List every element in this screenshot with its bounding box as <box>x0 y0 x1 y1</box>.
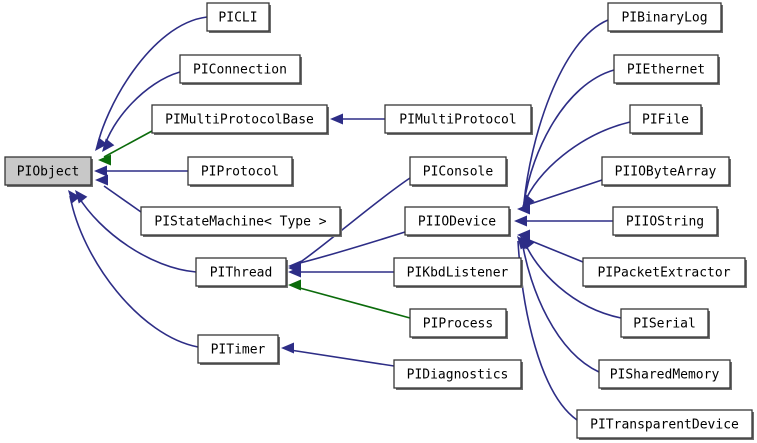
node-label: PIIODevice <box>418 215 496 230</box>
class-node-pidiagnostics[interactable]: PIDiagnostics <box>393 359 523 390</box>
node-label: PIIOString <box>626 215 704 230</box>
edge-PIStateMachine-to-PIObject <box>95 174 142 213</box>
node-rect <box>598 359 731 389</box>
node-rect <box>612 206 718 236</box>
node-rect <box>601 156 730 186</box>
edge-PIConnection-to-PIObject <box>102 71 181 152</box>
node-label: PIFile <box>642 113 689 128</box>
node-rect <box>404 206 510 236</box>
edge-PICLI-to-PIObject <box>95 16 208 151</box>
edge-PIPacketExtractor-to-PIIODevice <box>517 229 584 263</box>
node-label: PISerial <box>633 317 696 332</box>
edge-PIDiagnostics-to-PITimer <box>281 342 395 367</box>
node-label: PIMultiProtocol <box>399 113 516 128</box>
node-rect <box>140 206 341 236</box>
class-node-piconsole[interactable]: PIConsole <box>409 156 508 187</box>
node-label: PIPacketExtractor <box>597 266 730 281</box>
node-rect <box>206 2 270 32</box>
node-label: PIIOByteArray <box>615 165 717 180</box>
edge-PIProtocol-to-PIObject <box>94 165 188 177</box>
class-node-piprotocol[interactable]: PIProtocol <box>187 156 294 187</box>
node-rect <box>409 308 507 338</box>
node-rect <box>409 156 507 186</box>
node-rect <box>4 156 92 186</box>
nodes-layer: PIObject PICLI PIConnectionPIMultiProtocol… <box>4 2 754 440</box>
class-node-pipacketextractor[interactable]: PIPacketExtractor <box>582 257 747 288</box>
class-node-piconnection[interactable]: PIConnection <box>179 54 302 85</box>
node-label: PIEthernet <box>627 63 705 78</box>
node-label: PIProtocol <box>201 165 279 180</box>
class-node-pisharedmemory[interactable]: PISharedMemory <box>598 359 732 390</box>
class-node-pimultiprotocolbase[interactable]: PIMultiProtocolBase <box>151 104 329 135</box>
class-node-pitransparentdevice[interactable]: PITransparentDevice <box>576 409 754 440</box>
node-rect <box>582 257 746 287</box>
class-node-piiodevice[interactable]: PIIODevice <box>404 206 511 237</box>
node-rect <box>179 54 301 84</box>
node-rect <box>187 156 293 186</box>
node-label: PIBinaryLog <box>621 11 707 26</box>
edge-PIProcess-to-PIThread <box>288 279 411 319</box>
node-label: PICLI <box>218 11 257 26</box>
edge-PIIODevice-to-PIThread <box>288 231 406 272</box>
edge-PITimer-to-PIObject <box>68 190 199 348</box>
node-rect <box>629 104 702 134</box>
class-node-piobject[interactable]: PIObject <box>4 156 93 187</box>
class-node-piethernet[interactable]: PIEthernet <box>613 54 720 85</box>
edges-layer <box>68 16 631 421</box>
edge-PIKbdListener-to-PIThread <box>288 266 394 278</box>
class-node-pithread[interactable]: PIThread <box>195 257 288 288</box>
node-label: PIMultiProtocolBase <box>165 113 314 128</box>
class-node-pifile[interactable]: PIFile <box>629 104 703 135</box>
node-label: PITimer <box>211 343 266 358</box>
node-rect <box>151 104 328 134</box>
class-node-pistatemachine[interactable]: PIStateMachine< Type > <box>140 206 342 237</box>
node-rect <box>393 257 522 287</box>
node-label: PIStateMachine< Type > <box>154 215 326 230</box>
edge-PIIOString-to-PIIODevice <box>514 215 613 227</box>
node-rect <box>620 308 709 338</box>
node-label: PIProcess <box>423 317 493 332</box>
class-node-piiobytearray[interactable]: PIIOByteArray <box>601 156 731 187</box>
node-rect <box>576 409 753 439</box>
node-label: PITransparentDevice <box>590 418 739 433</box>
edge-PIMultiProtocol-to-PIMultiProtocolBase <box>330 113 385 125</box>
class-node-pibinarylog[interactable]: PIBinaryLog <box>607 2 723 33</box>
edge-PIMultiProtocolBase-to-PIObject <box>98 130 153 166</box>
node-rect <box>607 2 722 32</box>
class-node-pimultiprotocol[interactable]: PIMultiProtocol <box>384 104 533 135</box>
edge-PIFile-to-PIIODevice <box>522 121 631 208</box>
node-rect <box>393 359 522 389</box>
node-rect <box>195 257 287 287</box>
class-node-piiostring[interactable]: PIIOString <box>612 206 719 237</box>
node-label: PIConnection <box>193 63 287 78</box>
edge-PIThread-to-PIObject <box>75 190 197 273</box>
class-node-pikbdlistener[interactable]: PIKbdListener <box>393 257 523 288</box>
class-node-piserial[interactable]: PISerial <box>620 308 710 339</box>
node-label: PIThread <box>210 266 273 281</box>
node-label: PIKbdListener <box>407 266 509 281</box>
class-node-piprocess[interactable]: PIProcess <box>409 308 508 339</box>
node-label: PISharedMemory <box>610 368 720 383</box>
node-rect <box>197 334 279 364</box>
edge-PIBinaryLog-to-PIIODevice <box>522 19 609 208</box>
class-node-picli[interactable]: PICLI <box>206 2 271 33</box>
node-rect <box>384 104 532 134</box>
node-label: PIDiagnostics <box>407 368 509 383</box>
class-node-pitimer[interactable]: PITimer <box>197 334 280 365</box>
node-rect <box>613 54 719 84</box>
node-label: PIConsole <box>423 165 494 180</box>
edge-PIIOByteArray-to-PIIODevice <box>517 179 603 215</box>
node-label: PIObject <box>17 165 80 180</box>
